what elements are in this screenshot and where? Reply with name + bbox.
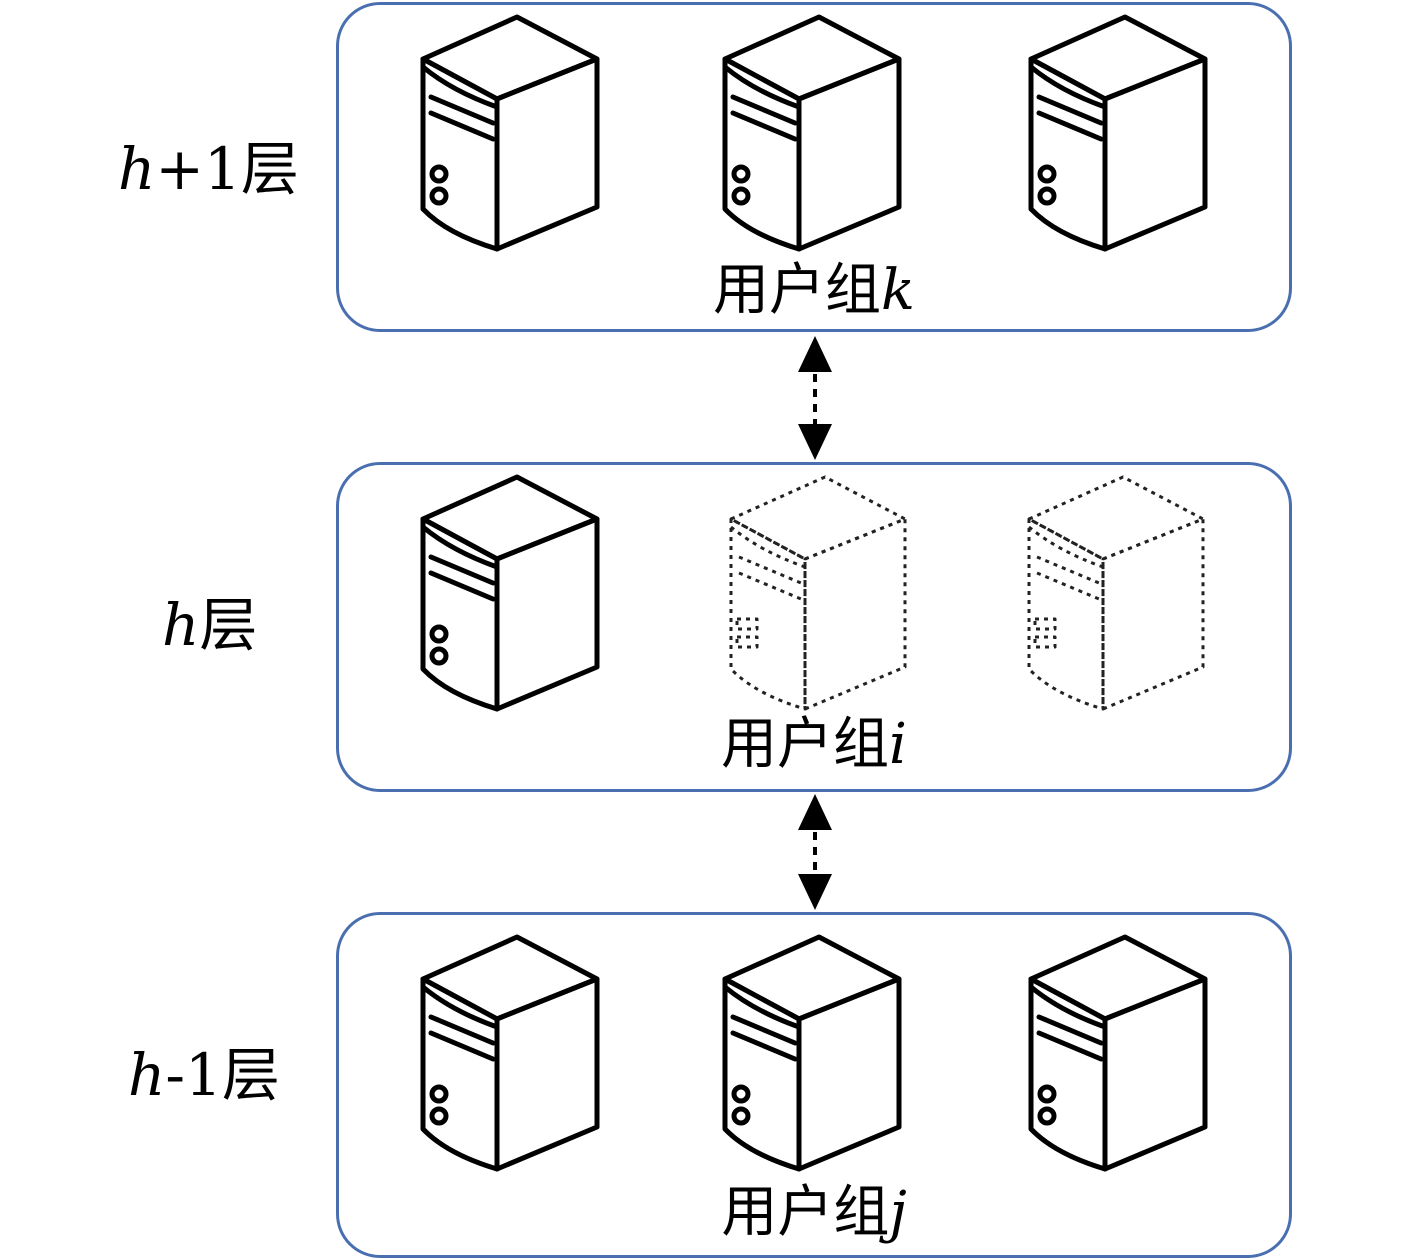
server-icon — [1025, 929, 1215, 1179]
layer-variable: h — [118, 135, 156, 203]
group-label: 用户组k — [339, 263, 1289, 319]
inactive-server-icon — [1023, 469, 1213, 719]
group-prefix: 用户组 — [721, 712, 890, 777]
server-icon — [1025, 9, 1215, 259]
layer-variable: h — [128, 1041, 166, 1109]
group-variable: j — [889, 1180, 907, 1245]
layer-suffix: +1层 — [155, 135, 299, 203]
arrowhead-up-icon — [798, 336, 832, 372]
layer-suffix: 层 — [199, 591, 258, 659]
arrowhead-up-icon — [798, 794, 832, 830]
server-icon — [719, 929, 909, 1179]
group-prefix: 用户组 — [721, 1180, 890, 1245]
group-prefix: 用户组 — [713, 258, 882, 323]
layer-label-middle: h层 — [162, 596, 257, 654]
layer-suffix: -1层 — [165, 1041, 280, 1109]
user-group-box-j: 用户组j — [336, 912, 1292, 1258]
user-group-box-i: 用户组i — [336, 462, 1292, 792]
connector-k-i — [790, 334, 840, 462]
layer-label-bottom: h-1层 — [128, 1046, 280, 1104]
server-icon — [417, 469, 607, 719]
group-label: 用户组i — [339, 717, 1289, 773]
server-icon — [719, 9, 909, 259]
server-icon — [417, 9, 607, 259]
inactive-server-icon — [725, 469, 915, 719]
group-label: 用户组j — [339, 1185, 1289, 1241]
layer-label-top: h+1层 — [118, 140, 299, 198]
layer-variable: h — [162, 591, 200, 659]
server-icon — [417, 929, 607, 1179]
arrowhead-down-icon — [798, 424, 832, 460]
user-group-box-k: 用户组k — [336, 2, 1292, 332]
connector-i-j — [790, 792, 840, 912]
group-variable: k — [881, 258, 915, 323]
group-variable: i — [889, 712, 907, 777]
arrowhead-down-icon — [798, 874, 832, 910]
